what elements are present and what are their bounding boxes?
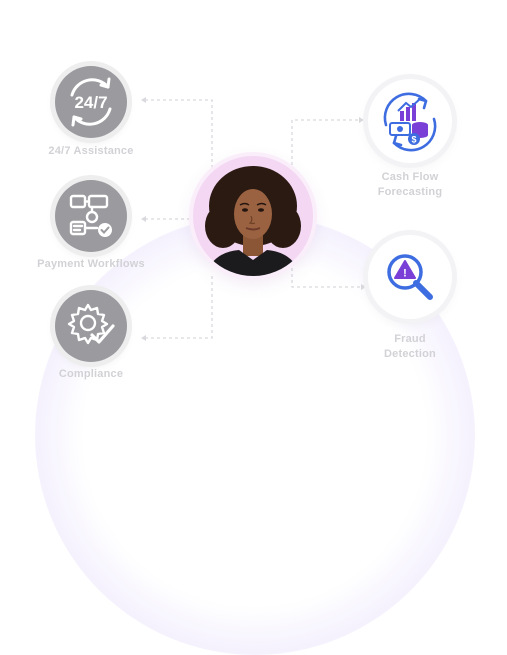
warning-mark-text: ! <box>403 268 407 280</box>
dollar-sign-text: $ <box>411 135 416 145</box>
payment-workflows-label: Payment Workflows <box>37 258 145 270</box>
compliance-node[interactable] <box>55 290 127 362</box>
gear-check-icon <box>67 303 115 345</box>
assistance-node[interactable]: 24/7 <box>55 66 127 138</box>
cash-flow-label-line2: Forecasting <box>377 186 443 198</box>
fraud-magnifier-icon: ! <box>387 254 433 300</box>
workflow-icon <box>69 194 112 237</box>
assistance-label: 24/7 Assistance <box>48 145 134 157</box>
cash-flow-forecast-icon: $ <box>383 92 437 152</box>
fraud-detection-label: Fraud Detection <box>350 332 470 362</box>
avatar <box>193 156 313 276</box>
clock-24-7-icon: 24/7 <box>70 77 112 127</box>
cash-flow-label-line1: Cash Flow <box>381 171 439 183</box>
cash-flow-label: Cash Flow Forecasting <box>350 170 470 200</box>
icon-24-7-text: 24/7 <box>74 93 107 112</box>
compliance-label: Compliance <box>58 368 124 380</box>
cash-flow-node[interactable]: $ <box>368 79 452 163</box>
person-portrait-icon <box>205 166 301 276</box>
fraud-label-line2: Detection <box>384 348 436 360</box>
payment-workflows-node[interactable] <box>55 180 127 252</box>
fraud-label-line1: Fraud <box>394 333 426 345</box>
fraud-detection-node[interactable]: ! <box>368 235 452 319</box>
